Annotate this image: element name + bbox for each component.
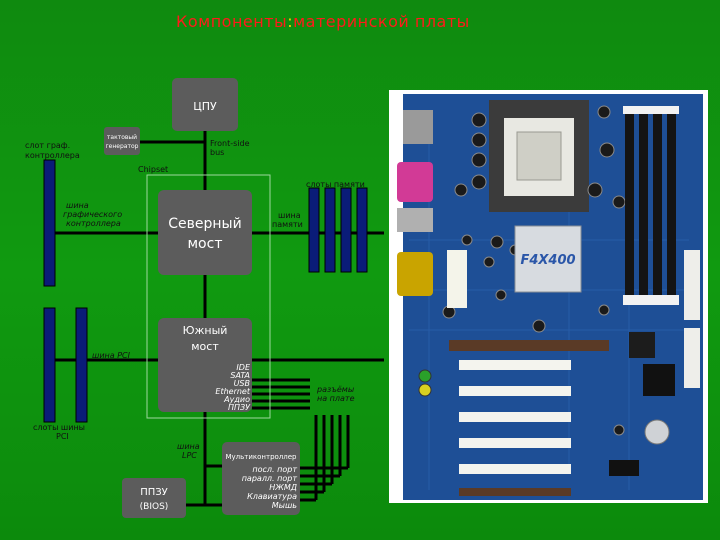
northbridge-chip <box>514 225 582 293</box>
pci-slot-2 <box>75 307 88 423</box>
rear-io <box>403 110 433 144</box>
memory-slot-2 <box>324 187 336 273</box>
superio-keyboard: Клавиатура <box>247 492 297 501</box>
northbridge-box <box>158 190 252 275</box>
title-part-2: материнской платы <box>293 12 470 31</box>
port-ethernet: Ethernet <box>215 387 250 396</box>
bus-lines <box>48 130 384 507</box>
lpc-label-2: LPC <box>182 451 197 460</box>
pci-bus-label: шина PCI <box>92 351 131 360</box>
rom-label-1: ППЗУ <box>140 487 168 498</box>
port-ide: IDE <box>236 363 251 372</box>
port-audio: Аудио <box>223 395 250 404</box>
board-chip-label: F4X400 <box>520 253 575 268</box>
southbridge-label-2: мост <box>191 340 219 353</box>
pci-slots-label-2: PCI <box>56 432 69 441</box>
superio-box <box>222 442 300 515</box>
title-part-1: Компоненты <box>176 12 288 31</box>
graphics-bus-label-3: контроллера <box>66 219 121 228</box>
motherboard-photo: F4X400 <box>389 90 708 503</box>
cpu-box <box>172 78 238 131</box>
northbridge-label-2: мост <box>188 236 223 252</box>
superio-serial: посл. порт <box>252 465 297 474</box>
graphics-slot <box>43 159 56 287</box>
chipset-outline <box>146 174 271 419</box>
ide-connector-2 <box>684 328 700 388</box>
serial-port <box>397 252 433 296</box>
superio-parallel: паралл. порт <box>242 474 298 483</box>
graphics-bus-label-2: графического <box>63 210 122 219</box>
port-usb: USB <box>234 379 250 388</box>
connectors-label-1: разъёмы <box>316 385 354 394</box>
slide-title: Компоненты:материнской платы <box>176 12 470 31</box>
rom-label-2: (BIOS) <box>140 502 169 512</box>
superio-hdd: НЖМД <box>269 483 297 492</box>
fsb-label-2: bus <box>210 148 224 157</box>
graphics-bus-label-1: шина <box>66 201 89 210</box>
title-separator: : <box>287 12 294 31</box>
parallel-port <box>397 162 433 202</box>
southbridge-label-1: Южный <box>183 324 228 337</box>
port-lines <box>252 378 350 502</box>
rom-bios-box <box>122 478 186 518</box>
ide-connector-1 <box>684 250 700 320</box>
clock-label-1: тактовый <box>107 134 137 141</box>
dimm-slots <box>623 106 679 305</box>
clock-generator-box <box>104 127 140 155</box>
southbridge-box <box>158 318 252 412</box>
port-sata: SATA <box>230 371 250 380</box>
graphics-slot-label-1: слот граф. <box>25 141 70 150</box>
cmos-battery <box>644 419 670 445</box>
memory-slot-1 <box>308 187 320 273</box>
pci-slots <box>459 360 571 496</box>
fsb-label-1: Front-side <box>210 139 250 148</box>
graphics-slot-label-2: контроллера <box>25 151 80 160</box>
chipset-label: Chipset <box>138 165 168 174</box>
southbridge-chip <box>643 364 675 396</box>
memory-slots-label: слоты памяти <box>306 180 365 189</box>
clock-label-2: генератор <box>106 143 139 150</box>
cpu-label: ЦПУ <box>193 100 217 113</box>
memory-bus-label-1: шина <box>278 211 301 220</box>
atx-power <box>447 250 467 308</box>
northbridge-label-1: Северный <box>168 216 241 232</box>
memory-bus-label-2: памяти <box>272 220 303 229</box>
superio-mouse: Мышь <box>272 501 298 510</box>
connectors-label-2: на плате <box>317 394 355 403</box>
port-rom: ППЗУ <box>228 403 251 412</box>
superio-title: Мультиконтроллер <box>226 453 298 461</box>
memory-slot-4 <box>356 187 368 273</box>
lpc-label-1: шина <box>177 442 200 451</box>
pci-slots-label-1: слоты шины <box>33 423 85 432</box>
memory-slot-3 <box>340 187 352 273</box>
pci-slot-1 <box>43 307 56 423</box>
agp-slot <box>449 340 609 351</box>
